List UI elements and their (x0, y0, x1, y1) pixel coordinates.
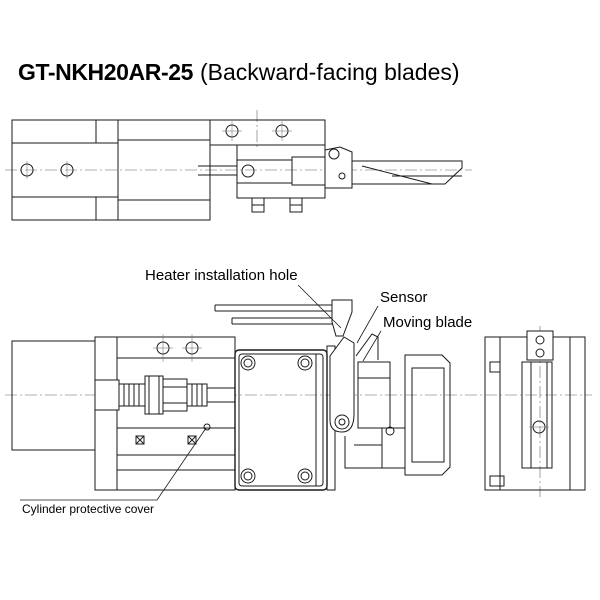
blade-base (344, 436, 382, 469)
side-screw (489, 475, 505, 487)
sensor (355, 333, 379, 360)
title-subtitle: (Backward-facing blades) (200, 59, 460, 85)
heater-installation-hole-block (331, 299, 353, 337)
moving-blade (329, 336, 355, 433)
lock-nut (144, 375, 164, 415)
head-bolt (297, 468, 313, 484)
front-view (5, 299, 592, 491)
sensor-leader (356, 305, 379, 344)
head-bolt-inner (243, 358, 253, 368)
piston-rod-assembly (94, 375, 236, 415)
cylinder-protective-cover (11, 340, 96, 451)
top-view (5, 110, 472, 221)
top-head-block (236, 145, 326, 199)
top-guard-bolt (328, 148, 340, 160)
heater-hole-leader (297, 284, 342, 329)
head-bolt (240, 468, 256, 484)
coupling (162, 378, 188, 412)
main-body-outline (94, 336, 236, 491)
main-body (94, 334, 236, 491)
head-bolt-inner (300, 358, 310, 368)
blade-holder-pocket (411, 367, 445, 463)
top-blade-bevel (361, 165, 433, 185)
cover-mark (203, 423, 211, 431)
moving-blade-label: Moving blade (383, 314, 472, 331)
screw-cross (135, 435, 145, 445)
holder-base (381, 427, 406, 469)
side-screw (489, 361, 501, 373)
blade-assembly (329, 333, 451, 476)
rod-end-cap (94, 379, 120, 411)
head-bolt-inner (300, 471, 310, 481)
blade-pivot (334, 414, 350, 430)
cylinder-protective-cover-label: Cylinder protective cover (22, 502, 154, 516)
head-bolt-inner (243, 471, 253, 481)
head-block (234, 345, 336, 491)
top-blade (351, 160, 463, 185)
side-heater-hole (535, 335, 545, 345)
side-heater-hole (535, 348, 545, 358)
side-blade-slot (521, 361, 553, 469)
top-head-bolt (241, 164, 255, 178)
body-screw-mark (135, 435, 145, 445)
fixed-blade-block (357, 361, 391, 429)
head-bolt (297, 355, 313, 371)
callouts: Heater installation hole Sensor Moving b… (20, 267, 472, 516)
top-head-plate (209, 119, 326, 146)
top-pivot (338, 172, 346, 180)
head-bolt (240, 355, 256, 371)
blade-pivot-pin (338, 418, 346, 426)
model-number: GT-NKH20AR-25 (18, 59, 194, 85)
head-block-inner (238, 353, 324, 487)
top-body-outline (117, 119, 211, 221)
side-view (484, 326, 586, 497)
top-cylinder (11, 119, 119, 221)
top-body (117, 119, 237, 221)
side-heater-tab (526, 330, 554, 361)
sensor-label: Sensor (380, 289, 428, 306)
screw-cross (187, 435, 197, 445)
holder-screw (385, 426, 395, 436)
heater-installation-hole-label: Heater installation hole (145, 267, 298, 284)
piston-rod (206, 387, 236, 403)
top-blade-assembly (291, 146, 463, 189)
top-sensor-bracket (291, 156, 326, 186)
blade-holder (404, 354, 451, 476)
drawing-title: GT-NKH20AR-25(Backward-facing blades) (18, 59, 460, 85)
heater-assembly (214, 299, 353, 337)
moving-blade-leader (362, 330, 382, 362)
cylinder-cover-leader (20, 427, 207, 501)
threaded-section (118, 383, 146, 407)
body-screw-mark (187, 435, 197, 445)
